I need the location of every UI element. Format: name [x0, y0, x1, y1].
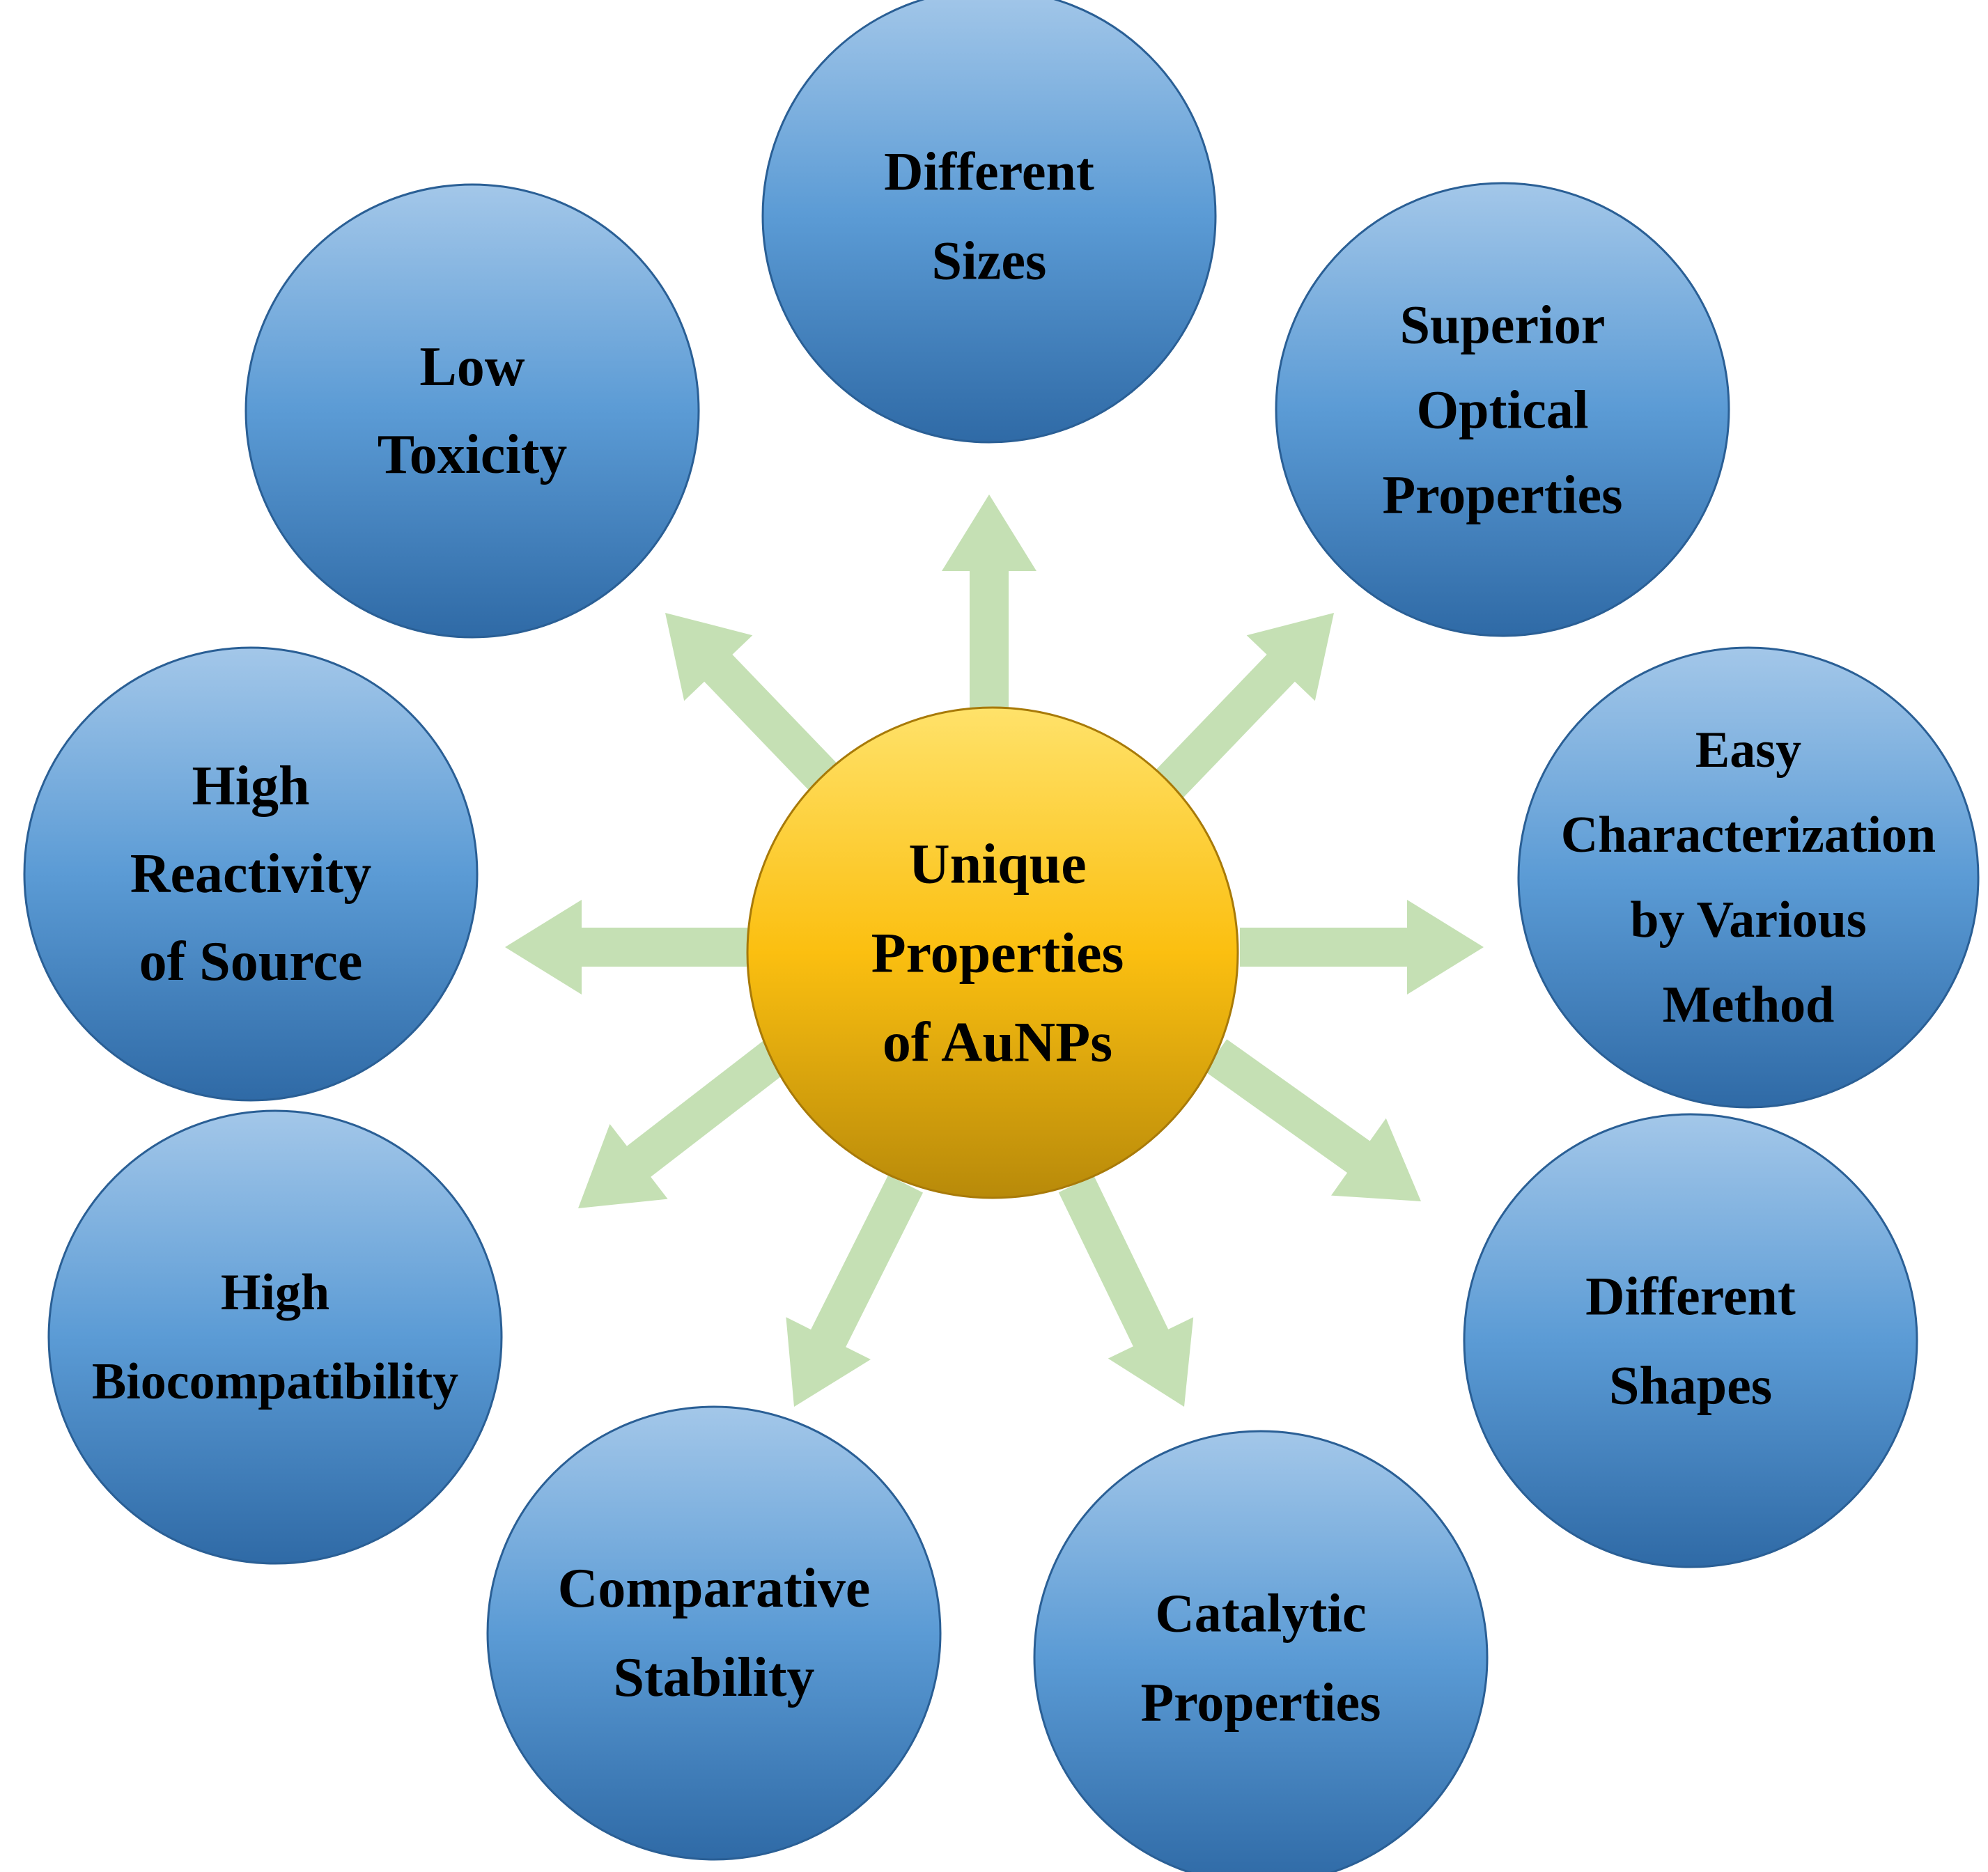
arrow-to-low-toxicity [665, 613, 854, 808]
node-superior-optical-properties-label-line-3: Properties [1382, 465, 1622, 525]
arrow-to-different-sizes [942, 494, 1036, 756]
node-superior-optical-properties-label-line-1: Superior [1400, 295, 1606, 355]
node-circle-catalytic-properties [1033, 1430, 1489, 1872]
center-label-line-3: of AuNPs [883, 1011, 1112, 1074]
node-circle-superior-optical-properties [1275, 182, 1730, 637]
arrow-to-superior-optical-properties [1145, 613, 1334, 808]
node-comparative-stability-label-line-1: Comparative [558, 1558, 871, 1619]
arrow-to-easy-characterization [1240, 900, 1484, 994]
node-easy-characterization-label-line-1: Easy [1695, 722, 1801, 779]
node-circle-comparative-stability [486, 1405, 942, 1861]
center-label-line-2: Properties [871, 921, 1124, 985]
node-catalytic-properties-label-line-2: Properties [1140, 1672, 1381, 1733]
arrow-to-comparative-stability [786, 1175, 923, 1407]
node-high-biocompatibility-label-line-2: Biocompatibility [92, 1353, 458, 1410]
node-comparative-stability-label-line-2: Stability [614, 1647, 815, 1708]
node-high-reactivity-of-source-label-line-2: Reactivity [130, 843, 372, 905]
node-superior-optical-properties-label-line-2: Optical [1417, 380, 1589, 440]
node-circle-high-reactivity-of-source [23, 646, 479, 1102]
node-different-shapes-label-line-2: Shapes [1609, 1355, 1772, 1416]
node-circle-different-sizes [761, 0, 1217, 444]
node-high-reactivity-of-source-label-line-1: High [192, 756, 310, 817]
arrow-to-different-shapes [1204, 1039, 1421, 1201]
node-different-sizes-label-line-1: Different [884, 141, 1094, 202]
node-circle-different-shapes [1463, 1113, 1918, 1568]
node-easy-characterization-label-line-2: Characterization [1561, 806, 1936, 864]
center-circle [746, 706, 1239, 1199]
arrow-to-high-reactivity-of-source [505, 900, 752, 994]
node-catalytic-properties-label-line-1: Catalytic [1155, 1583, 1366, 1644]
node-easy-characterization-label-line-3: by Various [1630, 891, 1866, 949]
center-label-line-1: Unique [908, 832, 1086, 896]
node-circle-high-biocompatibility [47, 1109, 503, 1565]
arrow-to-catalytic-properties [1058, 1175, 1194, 1407]
connector-arrows [505, 494, 1484, 1407]
node-low-toxicity-label-line-1: Low [419, 336, 525, 398]
arrow-to-high-biocompatibility [578, 1039, 789, 1208]
node-easy-characterization-label-line-4: Method [1663, 976, 1835, 1034]
node-circle-low-toxicity [244, 183, 700, 639]
node-high-biocompatibility-label-line-1: High [221, 1264, 329, 1321]
node-different-shapes-label-line-1: Different [1585, 1266, 1796, 1327]
property-nodes: DifferentSizesSuperiorOpticalPropertiesE… [23, 0, 1980, 1872]
node-circle-easy-characterization [1517, 646, 1980, 1109]
node-high-reactivity-of-source-label-line-3: of Source [139, 931, 363, 992]
node-low-toxicity-label-line-2: Toxicity [378, 424, 568, 485]
node-different-sizes-label-line-2: Sizes [932, 231, 1047, 291]
